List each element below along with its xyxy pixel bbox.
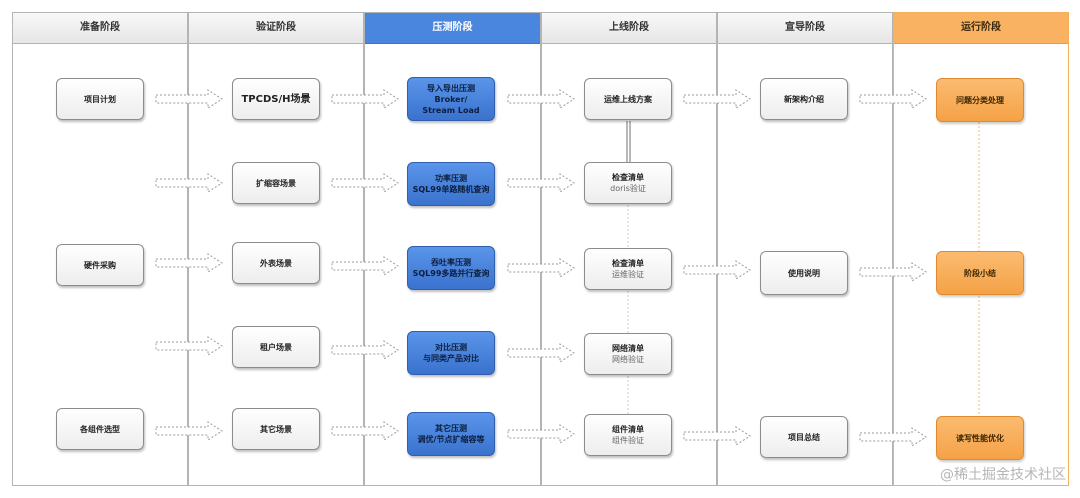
column-header-run: 运行阶段 xyxy=(894,13,1068,44)
column-header-prep: 准备阶段 xyxy=(13,13,187,44)
node-throughput-stress[interactable]: 吞吐率压测 SQL99多路并行查询 xyxy=(407,246,495,290)
node-external-table-scenario[interactable]: 外表场景 xyxy=(232,242,320,284)
node-other-stress[interactable]: 其它压测 调优/节点扩缩容等 xyxy=(407,412,495,456)
node-checklist-ops[interactable]: 检查清单 运维验证 xyxy=(584,248,672,290)
node-power-stress[interactable]: 功率压测 SQL99单路随机查询 xyxy=(407,162,495,206)
node-tpcds-scenario[interactable]: TPCDS/H场景 xyxy=(232,78,320,120)
node-project-plan[interactable]: 项目计划 xyxy=(56,78,144,120)
node-stage-summary[interactable]: 阶段小结 xyxy=(936,251,1024,295)
column-header-verify: 验证阶段 xyxy=(189,13,363,44)
node-component-selection[interactable]: 各组件选型 xyxy=(56,408,144,450)
column-header-online: 上线阶段 xyxy=(542,13,716,44)
node-ops-launch-plan[interactable]: 运维上线方案 xyxy=(584,78,672,120)
node-tenant-scenario[interactable]: 租户场景 xyxy=(232,326,320,368)
node-issue-triage[interactable]: 问题分类处理 xyxy=(936,78,1024,122)
node-import-export-stress[interactable]: 导入导出压测 Broker/ Stream Load xyxy=(407,77,495,121)
node-usage-guide[interactable]: 使用说明 xyxy=(760,251,848,295)
watermark: @稀土掘金技术社区 xyxy=(940,467,1066,483)
node-rw-optimization[interactable]: 读写性能优化 xyxy=(936,416,1024,460)
column-header-stress: 压测阶段 xyxy=(365,13,540,44)
node-other-scenario[interactable]: 其它场景 xyxy=(232,408,320,450)
node-network-checklist[interactable]: 网络清单 网络验证 xyxy=(584,333,672,375)
node-hardware-purchase[interactable]: 硬件采购 xyxy=(56,244,144,286)
node-comparison-stress[interactable]: 对比压测 与同类产品对比 xyxy=(407,331,495,375)
node-project-summary[interactable]: 项目总结 xyxy=(760,416,848,458)
node-checklist-doris[interactable]: 检查清单 doris验证 xyxy=(584,162,672,204)
node-component-checklist[interactable]: 组件清单 组件验证 xyxy=(584,414,672,456)
node-scaling-scenario[interactable]: 扩缩容场景 xyxy=(232,162,320,204)
column-header-promo: 宣导阶段 xyxy=(718,13,892,44)
node-new-architecture-intro[interactable]: 新架构介绍 xyxy=(760,78,848,120)
